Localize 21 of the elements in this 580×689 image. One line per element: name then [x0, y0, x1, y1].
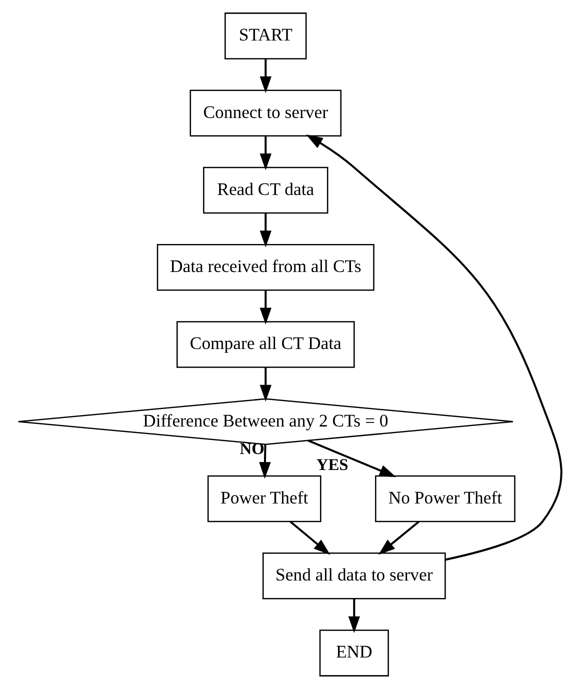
arrow	[260, 367, 272, 402]
arrow	[306, 134, 562, 561]
node-box: Data received from all CTs	[156, 244, 374, 291]
node-box: No Power Theft	[375, 475, 516, 522]
node-box: Power Theft	[207, 475, 322, 522]
arrow	[259, 444, 271, 479]
node-box: START	[224, 12, 307, 60]
arrow	[260, 58, 272, 94]
node-box: Read CT data	[203, 166, 328, 214]
arrow	[348, 598, 360, 634]
node-box: Connect to server	[190, 90, 342, 136]
edge-label: YES	[316, 455, 348, 474]
arrow	[260, 213, 272, 248]
node-box: Compare all CT Data	[176, 321, 355, 368]
node-box: Send all data to server	[262, 552, 446, 600]
arrow	[308, 440, 396, 478]
arrow	[290, 520, 330, 555]
arrow	[378, 520, 420, 555]
arrow	[260, 290, 272, 324]
node-box: END	[319, 630, 389, 676]
arrow	[260, 136, 272, 170]
